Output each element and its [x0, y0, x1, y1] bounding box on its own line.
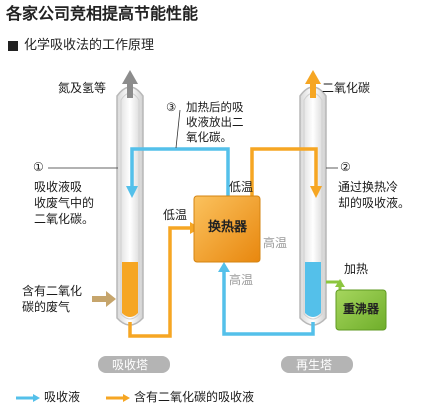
- heat-exchanger-label: 换热器: [208, 220, 248, 235]
- reboiler-box: [335, 289, 387, 331]
- hx-low-temp-left: 低温: [163, 208, 188, 222]
- step1-line3: 二氧化碳。: [34, 212, 95, 226]
- co2-liquid-flow-right: [250, 147, 318, 197]
- exhaust-arrow: [122, 70, 138, 98]
- hx-low-temp-top: 低温: [229, 180, 254, 194]
- step3-line1: 加热后的吸: [186, 100, 244, 114]
- absorber-liquid: [122, 262, 138, 317]
- co2-output-label: 二氧化碳: [322, 81, 371, 95]
- step1-line2: 收废气中的: [34, 196, 95, 210]
- hx-high-temp-bottom: 高温: [229, 273, 254, 287]
- reboiler-heat-label: 加热: [344, 262, 369, 276]
- exhaust-output-label: 氮及氢等: [58, 81, 107, 95]
- co2-liquid-flow-left: [128, 226, 192, 338]
- step2-marker: ②: [340, 160, 351, 174]
- hx-high-temp-right: 高温: [263, 236, 288, 250]
- step1-marker: ①: [33, 160, 44, 174]
- legend-co2-liquid-label: 含有二氧化碳的吸收液: [134, 390, 255, 404]
- absorbent-flow-top: [130, 147, 230, 196]
- regenerator-label: 再生塔: [296, 358, 333, 372]
- co2-liquid-flow-right-arrowhead: [310, 186, 322, 198]
- inlet-arrow: [92, 291, 116, 307]
- step3-marker: ③: [166, 100, 177, 114]
- reboiler-label: 重沸器: [343, 302, 380, 316]
- inlet-line1: 含有二氧化: [22, 284, 83, 298]
- regenerator-tower: [299, 86, 327, 326]
- legend-co2-liquid-swatch: [106, 394, 130, 402]
- step3-leader: [175, 109, 181, 149]
- reboiler-arrowhead: [335, 279, 345, 287]
- regenerator-liquid: [305, 262, 321, 317]
- inlet-line2: 碳的废气: [22, 300, 71, 314]
- step1-line1: 吸收液吸: [34, 180, 83, 194]
- co2-output-arrow: [305, 70, 321, 98]
- absorber-label-bg: [98, 356, 170, 373]
- step3-line3: 氧化碳。: [186, 130, 232, 144]
- legend-absorbent-label: 吸收液: [44, 390, 81, 404]
- regenerator-label-bg: [281, 356, 353, 373]
- absorbent-flow-bottom-arrowhead: [218, 262, 230, 272]
- subtitle-square-icon: [8, 41, 18, 51]
- legend-absorbent-swatch: [16, 394, 40, 402]
- step3-line2: 收液放出二: [186, 115, 244, 129]
- page-subtitle: 化学吸收法的工作原理: [24, 38, 155, 53]
- step2-line2: 却的吸收液。: [338, 196, 411, 210]
- absorber-label: 吸收塔: [112, 358, 149, 372]
- step2-line1: 通过换热冷: [338, 180, 399, 194]
- absorbent-flow-top-arrowhead: [126, 186, 138, 198]
- absorbent-flow-bottom: [222, 270, 315, 336]
- absorber-tower: [116, 86, 144, 326]
- page-title: 各家公司竞相提高节能性能: [6, 4, 199, 23]
- heat-exchanger-box: [193, 195, 261, 263]
